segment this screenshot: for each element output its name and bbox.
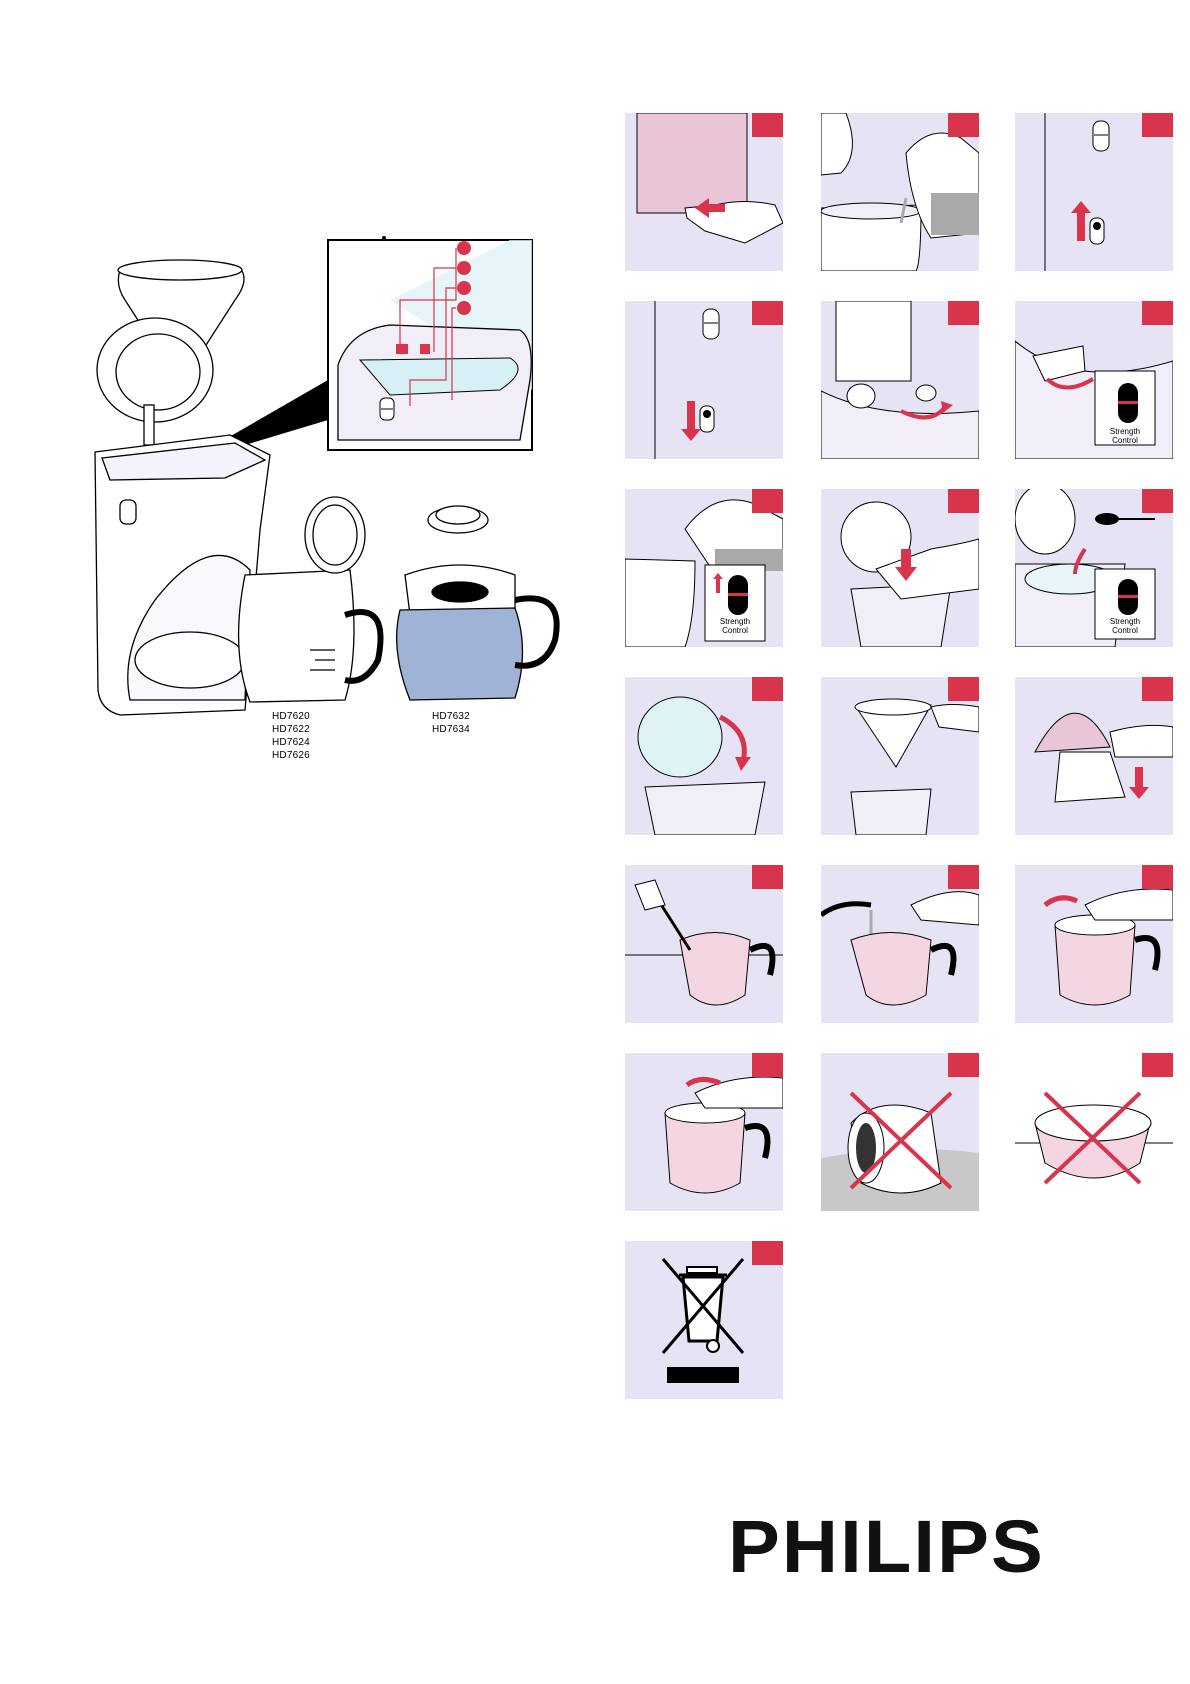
turn-dial-illustration [821, 301, 979, 459]
detail-inset [327, 236, 533, 451]
rinse-illustration [821, 891, 979, 1006]
step-panel-twist-lid [1015, 865, 1173, 1023]
water-level-low-illustration [654, 301, 720, 459]
step-badge [948, 865, 979, 889]
step-panel-close-lid [625, 677, 783, 835]
step-badge [948, 301, 979, 325]
thermo-model-list: HD7632 HD7634 [432, 710, 470, 736]
step-panel-water-level [1015, 113, 1173, 271]
step-panel-plug-in [625, 113, 783, 271]
step-badge [752, 865, 783, 889]
strength-label: Strength [1109, 427, 1141, 436]
callout-markers [457, 241, 471, 315]
plug-in-illustration [636, 113, 783, 244]
step-panel-strength-control: Strength Control [1015, 301, 1173, 459]
step-badge [752, 1053, 783, 1077]
step-panel-fill-water [821, 113, 979, 271]
step-badge [1142, 677, 1173, 701]
step-panel-insert-filter [821, 489, 979, 647]
step-badge [948, 489, 979, 513]
refit-lid-illustration [664, 1076, 783, 1194]
step-panel-disposal [625, 1241, 783, 1399]
step-panel-discard-filter [1015, 677, 1173, 835]
strength-control-label: Strength Control [705, 617, 765, 635]
close-lid-illustration [637, 696, 766, 835]
glass-carafe [237, 496, 384, 703]
model-name: HD7626 [272, 750, 310, 761]
strength-control-label: Strength Control [1095, 427, 1155, 445]
step-badge [752, 113, 783, 137]
step-panel-rinse [821, 865, 979, 1023]
control-label: Control [722, 626, 748, 635]
step-panel-pour-water-strength: Strength Control [625, 489, 783, 647]
step-panel-refit-lid [625, 1053, 783, 1211]
do-not-tilt-illustration [821, 1091, 979, 1211]
step-badge [1142, 1053, 1173, 1077]
crossed-bin-icon [661, 1258, 745, 1383]
thermo-carafe [396, 564, 560, 701]
step-badge [948, 677, 979, 701]
machine-body [94, 434, 271, 716]
model-name: HD7620 [272, 711, 310, 722]
step-badge [1142, 301, 1173, 325]
step-panel-water-level-low [625, 301, 783, 459]
step-badge [752, 301, 783, 325]
water-level-illustration [1044, 113, 1110, 271]
insert-filter-illustration [840, 501, 979, 647]
step-badge [948, 113, 979, 137]
strength-label: Strength [1109, 617, 1141, 626]
control-label: Control [1112, 626, 1138, 635]
model-name: HD7624 [272, 737, 310, 748]
model-name: HD7632 [432, 711, 470, 722]
add-coffee-illustration [1015, 489, 1156, 647]
step-panel-remove-filter [821, 677, 979, 835]
step-panel-turn-dial [821, 301, 979, 459]
coffee-maker-overview-illustration: HD7620 HD7622 HD7624 HD7626 HD7632 HD763… [60, 230, 600, 830]
step-panel-no-dishwasher [1015, 1053, 1173, 1211]
strength-label: Strength [719, 617, 751, 626]
step-badge [1142, 113, 1173, 137]
fill-water-illustration [821, 113, 979, 271]
step-badge [752, 489, 783, 513]
step-panel-add-coffee: Strength Control [1015, 489, 1173, 647]
step-badge [1142, 489, 1173, 513]
control-label: Control [1112, 436, 1138, 445]
twist-lid-illustration [1043, 888, 1173, 1006]
step-panel-clean-brush [625, 865, 783, 1023]
step-badge [752, 677, 783, 701]
coffee-maker-drawing [94, 236, 560, 716]
strength-control-label: Strength Control [1095, 617, 1155, 635]
step-panel-do-not-tilt [821, 1053, 979, 1211]
machine-lid [96, 317, 214, 446]
strength-control-illustration [1015, 340, 1173, 459]
thermo-lid [427, 505, 489, 534]
no-dishwasher-illustration [1015, 1091, 1173, 1185]
step-badge [752, 1241, 783, 1265]
glass-model-list: HD7620 HD7622 HD7624 HD7626 [272, 710, 310, 762]
philips-logo: PHILIPS [728, 1505, 1045, 1588]
step-badge [948, 1053, 979, 1077]
clean-brush-illustration [625, 879, 783, 1006]
pour-water-strength-illustration [625, 499, 783, 647]
discard-filter-illustration [1034, 712, 1173, 803]
model-name: HD7634 [432, 724, 470, 735]
remove-filter-illustration [850, 698, 979, 835]
model-name: HD7622 [272, 724, 310, 735]
step-badge [1142, 865, 1173, 889]
